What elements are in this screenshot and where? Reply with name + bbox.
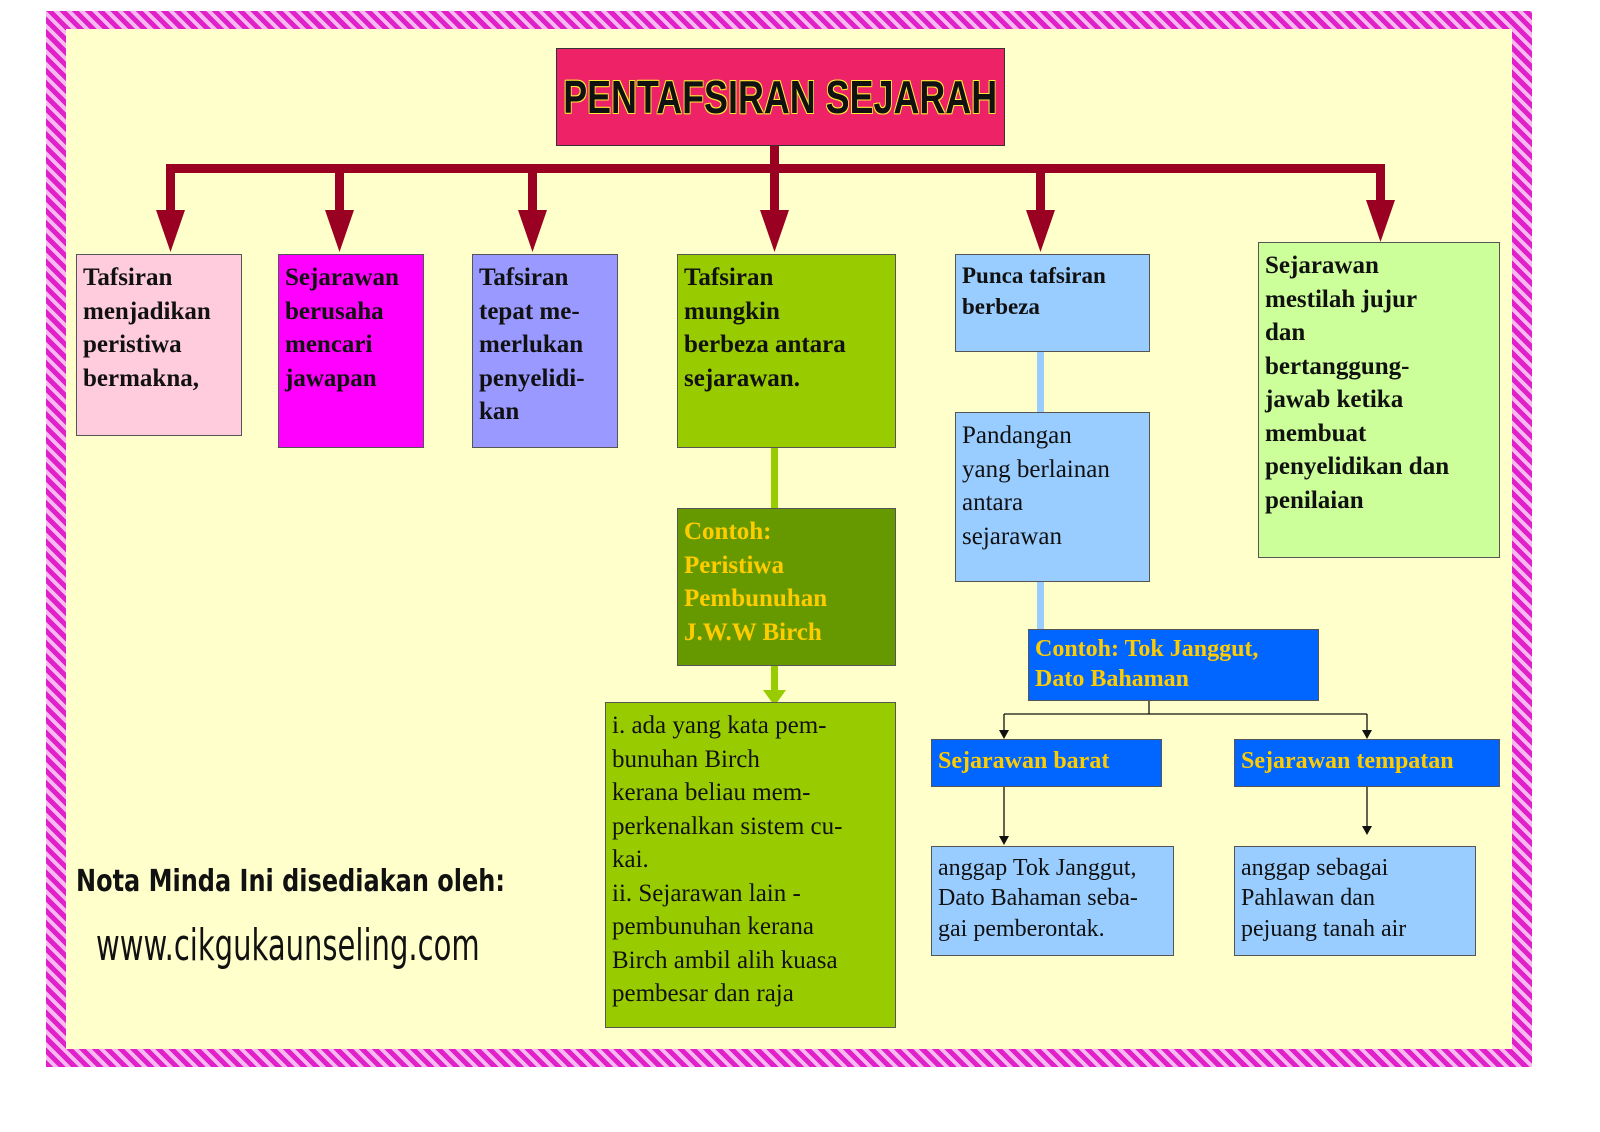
credit-line: Nota Minda Ini disediakan oleh: xyxy=(76,864,505,899)
differing-views-box: Pandangan yang berlainan antara sejarawa… xyxy=(955,412,1150,582)
example-tok-janggut-box: Contoh: Tok Janggut, Dato Bahaman xyxy=(1028,629,1319,701)
branch-box-interpretation-differs: Tafsiran mungkin berbeza antara sejarawa… xyxy=(677,254,896,448)
branch-box-cause-of-differences: Punca tafsiran berbeza xyxy=(955,254,1150,352)
birch-details-box: i. ada yang kata pem- bunuhan Birch kera… xyxy=(605,702,896,1028)
arrow-to-branch-5 xyxy=(1026,164,1055,252)
local-view-box: anggap sebagai Pahlawan dan pejuang tana… xyxy=(1234,846,1476,956)
diagram-title: PENTAFSIRAN SEJARAH xyxy=(564,70,998,124)
branch-box-accurate-interpretation: Tafsiran tepat me- merlukan penyelidi- k… xyxy=(472,254,618,448)
branch-box-historians-seek-answers: Sejarawan berusaha mencari jawapan xyxy=(278,254,424,448)
birch-example-box: Contoh: Peristiwa Pembunuhan J.W.W Birch xyxy=(677,508,896,666)
arrow-to-branch-3 xyxy=(518,164,547,252)
branch-box-meaningful-events: Tafsiran menjadikan peristiwa bermakna, xyxy=(76,254,242,436)
western-view-box: anggap Tok Janggut, Dato Bahaman seba- g… xyxy=(931,846,1174,956)
arrow-to-branch-4 xyxy=(760,164,789,252)
credit-website: www.cikgukaunseling.com xyxy=(96,920,480,971)
arrow-to-branch-2 xyxy=(325,164,354,252)
western-historians-box: Sejarawan barat xyxy=(931,739,1162,787)
title-box: PENTAFSIRAN SEJARAH xyxy=(556,48,1005,146)
main-arrows xyxy=(156,146,1395,252)
arrow-to-branch-6 xyxy=(1366,164,1395,242)
local-historians-box: Sejarawan tempatan xyxy=(1234,739,1500,787)
arrow-to-branch-1 xyxy=(156,164,185,252)
branch-box-historian-honesty: Sejarawan mestilah jujur dan bertanggung… xyxy=(1258,242,1500,558)
